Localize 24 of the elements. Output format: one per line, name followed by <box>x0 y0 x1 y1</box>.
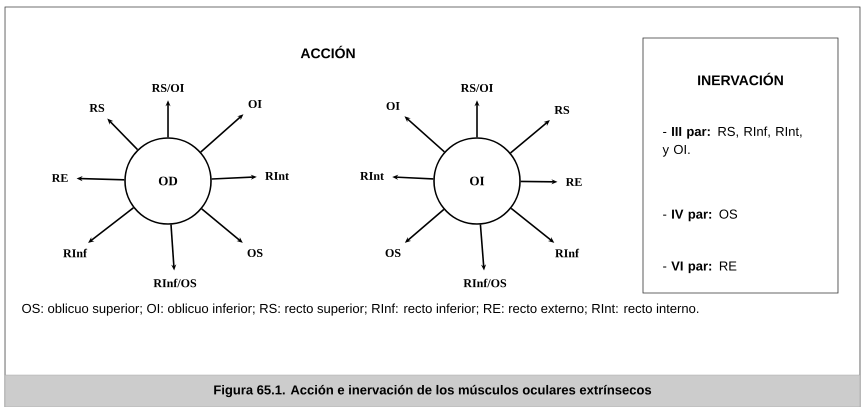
heading: ACCIÓN <box>300 46 355 58</box>
innervation-item: - IV par: OS <box>663 210 738 222</box>
innervation-box <box>642 38 838 294</box>
direction-label: OS <box>248 248 262 258</box>
direction-label: OI <box>248 100 262 108</box>
direction-label: RInf <box>63 248 88 258</box>
direction-label: RS <box>90 104 104 112</box>
caption-band: Figura 65.1. Acción e inervación de los músculos oculares extrínsecos <box>4 374 860 407</box>
direction-label: RInf <box>555 248 580 258</box>
innervation-item: - VI par: RE <box>663 262 736 274</box>
direction-label: RInt <box>360 172 384 180</box>
direction-label: RS/OI <box>460 84 493 92</box>
direction-label: RE <box>52 174 68 182</box>
legend-note: OS: oblicuo superior; OI: oblicuo inferior; RS: recto superior; RInf: recto inferior; RE: recto externo; RInt: recto interno. <box>22 304 698 316</box>
direction-label: OS <box>386 248 400 258</box>
direction-label: RInf/OS <box>464 278 506 288</box>
direction-label: RInf/OS <box>154 278 196 288</box>
innervation-item: - III par: RS, RInf, RInt, y OI. <box>662 126 802 157</box>
direction-label: OI <box>386 102 400 110</box>
direction-label: RS/OI <box>152 84 184 92</box>
direction-label: RInt <box>265 172 289 180</box>
direction-label: RE <box>566 178 582 186</box>
direction-label: RS <box>554 106 570 114</box>
box-heading: INERVACIÓN <box>698 72 783 86</box>
